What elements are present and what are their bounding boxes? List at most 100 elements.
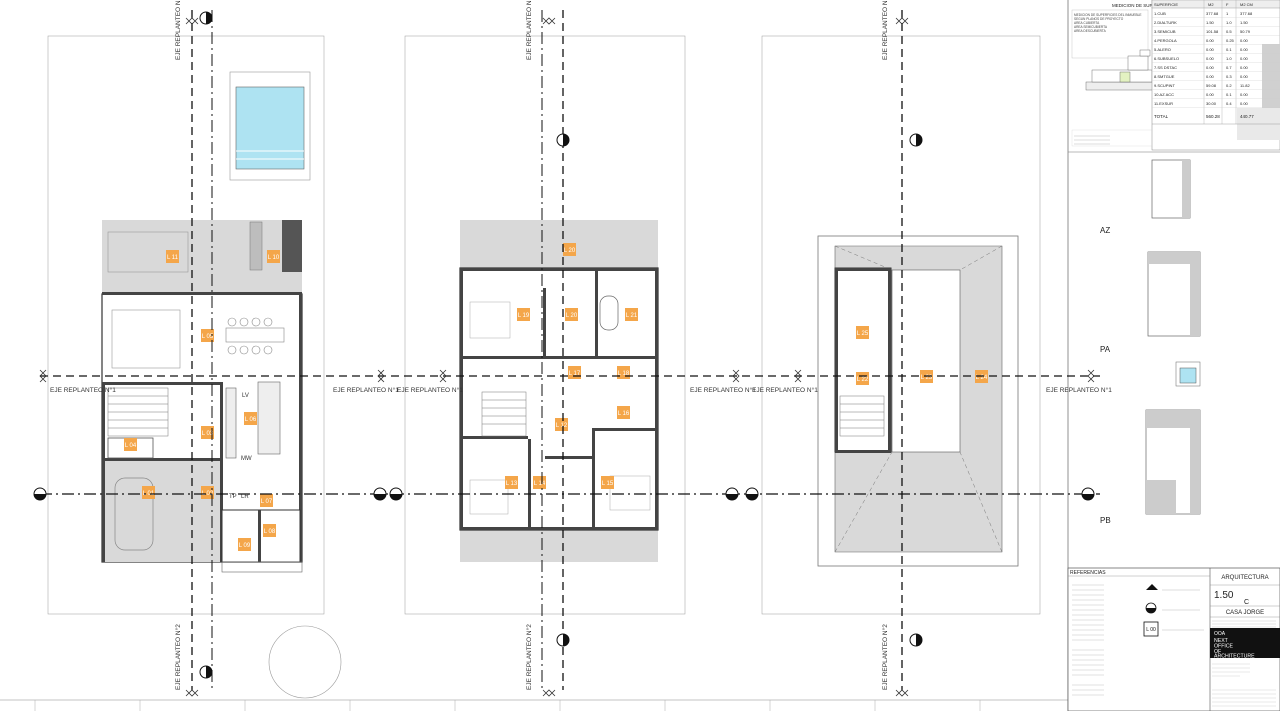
pool bbox=[235, 86, 305, 170]
room-tag: L 22 bbox=[856, 372, 869, 385]
svg-text:L 09: L 09 bbox=[239, 543, 251, 549]
svg-text:L 24: L 24 bbox=[976, 375, 988, 381]
kitchen-label: MW bbox=[241, 456, 252, 462]
bottom-ruler bbox=[34, 700, 981, 711]
plan-planta-alta: L 20 L 19 L 20 L 21 L 17 L 18 L 12 L 16 … bbox=[459, 220, 659, 562]
table-cell: 4.PERGOLA bbox=[1154, 38, 1177, 43]
table-cell: 0.00 bbox=[1240, 47, 1249, 52]
table-cell: 0.5 bbox=[1226, 29, 1232, 34]
table-cell: 1.50 bbox=[1240, 20, 1249, 25]
office-name-line: NEXT bbox=[1214, 638, 1229, 644]
table-cell: 0.00 bbox=[1206, 47, 1215, 52]
table-cell: 0.2 bbox=[1226, 83, 1232, 88]
svg-text:AREA DESCUBIERTA: AREA DESCUBIERTA bbox=[1074, 29, 1107, 33]
table-cell: 0.3 bbox=[1226, 74, 1232, 79]
table-cell: 1.0 bbox=[1226, 20, 1232, 25]
office-name-line: ARCHITECTURE bbox=[1214, 654, 1255, 660]
table-cell: 101.58 bbox=[1206, 29, 1219, 34]
pool-deck bbox=[229, 71, 311, 181]
room-tag: L 04 bbox=[124, 438, 137, 451]
table-cell: 0.1 bbox=[1226, 47, 1232, 52]
axis-label-v: EJE REPLANTEO N°2 bbox=[525, 0, 533, 60]
room-tag: L 08 bbox=[263, 524, 276, 537]
table-cell: 8.SMTGUE bbox=[1154, 74, 1175, 79]
svg-text:L 21: L 21 bbox=[626, 313, 638, 319]
room-tag: L 05 bbox=[201, 329, 214, 342]
grill bbox=[282, 220, 302, 272]
room-tag: L 03 bbox=[201, 426, 214, 439]
horizontal-axis-line bbox=[40, 375, 1100, 495]
upper-terrace-bottom bbox=[460, 528, 658, 562]
garden-circle bbox=[268, 625, 342, 699]
axis-arrow-icons bbox=[39, 17, 1095, 697]
stairs-az bbox=[839, 395, 885, 437]
table-cell: 0.00 bbox=[1206, 74, 1215, 79]
table-cell: 377.68 bbox=[1206, 11, 1219, 16]
table-cell: 0.00 bbox=[1240, 101, 1249, 106]
table-cell: 5.ALERO bbox=[1154, 47, 1171, 52]
discipline-label: ARQUITECTURA bbox=[1221, 575, 1268, 581]
stairs-pb bbox=[107, 387, 169, 437]
table-cell: 50.79 bbox=[1240, 29, 1251, 34]
table-cell: 0.1 bbox=[1226, 92, 1232, 97]
axis-label-v: EJE REPLANTEO N°2 bbox=[174, 624, 182, 690]
table-cell: 10.AZ ACC bbox=[1154, 92, 1174, 97]
room-tag: L 09 bbox=[238, 538, 251, 551]
roof-access-volume bbox=[834, 267, 892, 453]
plot-boundary-az bbox=[761, 35, 1041, 615]
svg-text:L 15: L 15 bbox=[602, 481, 614, 487]
room-tag: L 11 bbox=[166, 250, 179, 263]
svg-text:L 04: L 04 bbox=[125, 443, 137, 449]
symbol-legend: L 00 bbox=[1143, 584, 1204, 637]
roof-slab bbox=[891, 269, 961, 453]
axis-label-v: EJE REPLANTEO N°2 bbox=[525, 624, 533, 690]
room-tag: L 02 bbox=[201, 486, 214, 499]
bathtub bbox=[599, 295, 619, 331]
table-total-m2: 560.28 bbox=[1206, 114, 1220, 119]
svg-text:L 02: L 02 bbox=[202, 491, 214, 497]
room-tag: L 25 bbox=[856, 326, 869, 339]
room-tag: L 15 bbox=[601, 476, 614, 489]
project-name: CASA JORGE bbox=[1226, 610, 1264, 616]
table-cell: 2.DIALTURK bbox=[1154, 20, 1177, 25]
svg-text:AREA CUBIERTA: AREA CUBIERTA bbox=[1074, 21, 1100, 25]
axis-label-h: EJE REPLANTEO N°1 bbox=[50, 386, 116, 394]
svg-text:L 03: L 03 bbox=[202, 431, 214, 437]
axis-label-v: EJE REPLANTEO N°2 bbox=[881, 624, 889, 690]
table-cell: 30.00 bbox=[1206, 101, 1217, 106]
table-cell: 3.SEMICUB bbox=[1154, 29, 1176, 34]
room-tag: L 19 bbox=[517, 308, 530, 321]
office-name-line: OFFICE bbox=[1214, 644, 1234, 650]
svg-text:L 11: L 11 bbox=[167, 255, 179, 261]
floor-label-pa: PA bbox=[1100, 345, 1111, 354]
room-tag: L 01 bbox=[142, 486, 155, 499]
kitchen-label: LV bbox=[242, 393, 249, 399]
key-plans: AZ PA PB bbox=[1100, 159, 1201, 525]
table-cell: 0.00 bbox=[1206, 92, 1215, 97]
plot-boundary-pb bbox=[47, 35, 325, 615]
table-cell: 377.68 bbox=[1240, 11, 1253, 16]
room-tag: L 06 bbox=[244, 412, 257, 425]
svg-text:L 12: L 12 bbox=[556, 423, 568, 429]
table-cell: 11.82 bbox=[1240, 83, 1250, 88]
kitchen-label: TP bbox=[229, 494, 237, 500]
room-tag: L 18 bbox=[617, 366, 630, 379]
axis-label-h: EJE REPLANTEO N°1 bbox=[397, 386, 463, 394]
roof-outline bbox=[817, 235, 1019, 567]
office-tag: OOA bbox=[1214, 631, 1226, 637]
legend-tag: L 00 bbox=[1146, 627, 1156, 633]
office-logo-block bbox=[1210, 628, 1280, 658]
table-cell: 0.4 bbox=[1226, 101, 1232, 106]
table-cell: 1.0 bbox=[1226, 56, 1232, 61]
svg-text:L 16: L 16 bbox=[618, 411, 630, 417]
axis-label-v: EJE REPLANTEO N°2 bbox=[881, 0, 889, 60]
plan-azotea: L 25 L 22 L 23 L 24 bbox=[817, 235, 1019, 567]
surface-table-title: MEDICION DE SUPERFICIES bbox=[1112, 3, 1173, 8]
svg-text:L 18: L 18 bbox=[618, 371, 630, 377]
table-cell: 59.08 bbox=[1206, 83, 1217, 88]
svg-text:L 06: L 06 bbox=[245, 417, 257, 423]
axis-label-h: EJE REPLANTEO N°1 bbox=[1046, 386, 1112, 394]
title-block: REFERENCIAS L 00 ARQUITECTURA 1.50 bbox=[1067, 567, 1280, 712]
plan-planta-baja: L 11 L 10 L 05 L 06 L 03 L 04 L 01 L 02 … bbox=[101, 71, 342, 699]
svg-text:L 22: L 22 bbox=[857, 377, 869, 383]
